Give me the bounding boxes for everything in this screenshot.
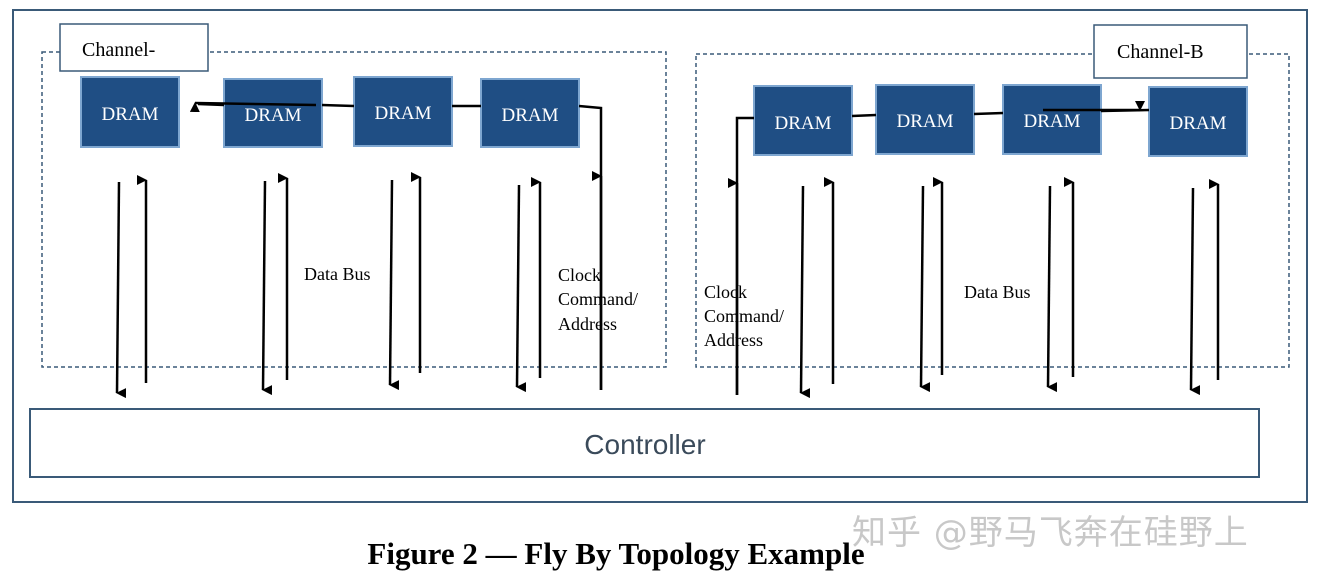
channel-b-clock-line	[735, 108, 1150, 395]
channel-a-label-box	[59, 23, 209, 72]
dram-chip: DRAM	[753, 85, 853, 156]
channel-a-flyby-arrow	[189, 101, 317, 113]
svg-text:DRAM: DRAM	[896, 111, 953, 132]
channel-b-data-bus-arrows	[799, 177, 1220, 399]
dram-chip: DRAM	[353, 76, 453, 147]
channel-a-clock-label-line1: Clock	[558, 265, 601, 285]
channel-b-clock-label-line1: Clock	[704, 282, 747, 302]
dram-chip: DRAM	[80, 76, 180, 148]
controller-box	[29, 408, 1260, 478]
svg-text:DRAM: DRAM	[501, 105, 558, 126]
svg-text:DRAM: DRAM	[101, 104, 158, 125]
svg-text:DRAM: DRAM	[244, 105, 301, 126]
figure-caption: Figure 2 — Fly By Topology Example	[367, 536, 865, 571]
channel-a-label: Channel-	[82, 39, 155, 61]
channel-b-clock-label-line2: Command/	[704, 306, 784, 326]
channel-b-clock-label-line3: Address	[704, 330, 763, 350]
channel-b-label: Channel-B	[1117, 41, 1204, 63]
channel-a-region	[41, 51, 667, 368]
dram-chip: DRAM	[480, 78, 580, 148]
channel-a-clock-label-line3: Address	[558, 314, 617, 334]
channel-b-label-box	[1093, 24, 1248, 79]
channel-b-region	[695, 53, 1290, 368]
dram-chip: DRAM	[1002, 84, 1102, 155]
channel-a-data-bus-arrows	[115, 172, 542, 399]
svg-text:DRAM: DRAM	[774, 113, 831, 134]
channel-a-clock-label-line2: Command/	[558, 289, 638, 309]
svg-text:DRAM: DRAM	[374, 103, 431, 124]
svg-text:DRAM: DRAM	[1169, 113, 1226, 134]
dram-chip: DRAM	[1148, 86, 1248, 157]
watermark: 知乎 @野马飞奔在硅野上	[852, 513, 1249, 553]
channel-a-data-bus-label: Data Bus	[304, 264, 371, 284]
outer-frame	[12, 9, 1308, 503]
channel-b-data-bus-label: Data Bus	[964, 282, 1031, 302]
dram-chip: DRAM	[875, 84, 975, 155]
svg-text:DRAM: DRAM	[1023, 111, 1080, 132]
dram-chip: DRAM	[223, 78, 323, 148]
controller-label: Controller	[584, 429, 705, 460]
